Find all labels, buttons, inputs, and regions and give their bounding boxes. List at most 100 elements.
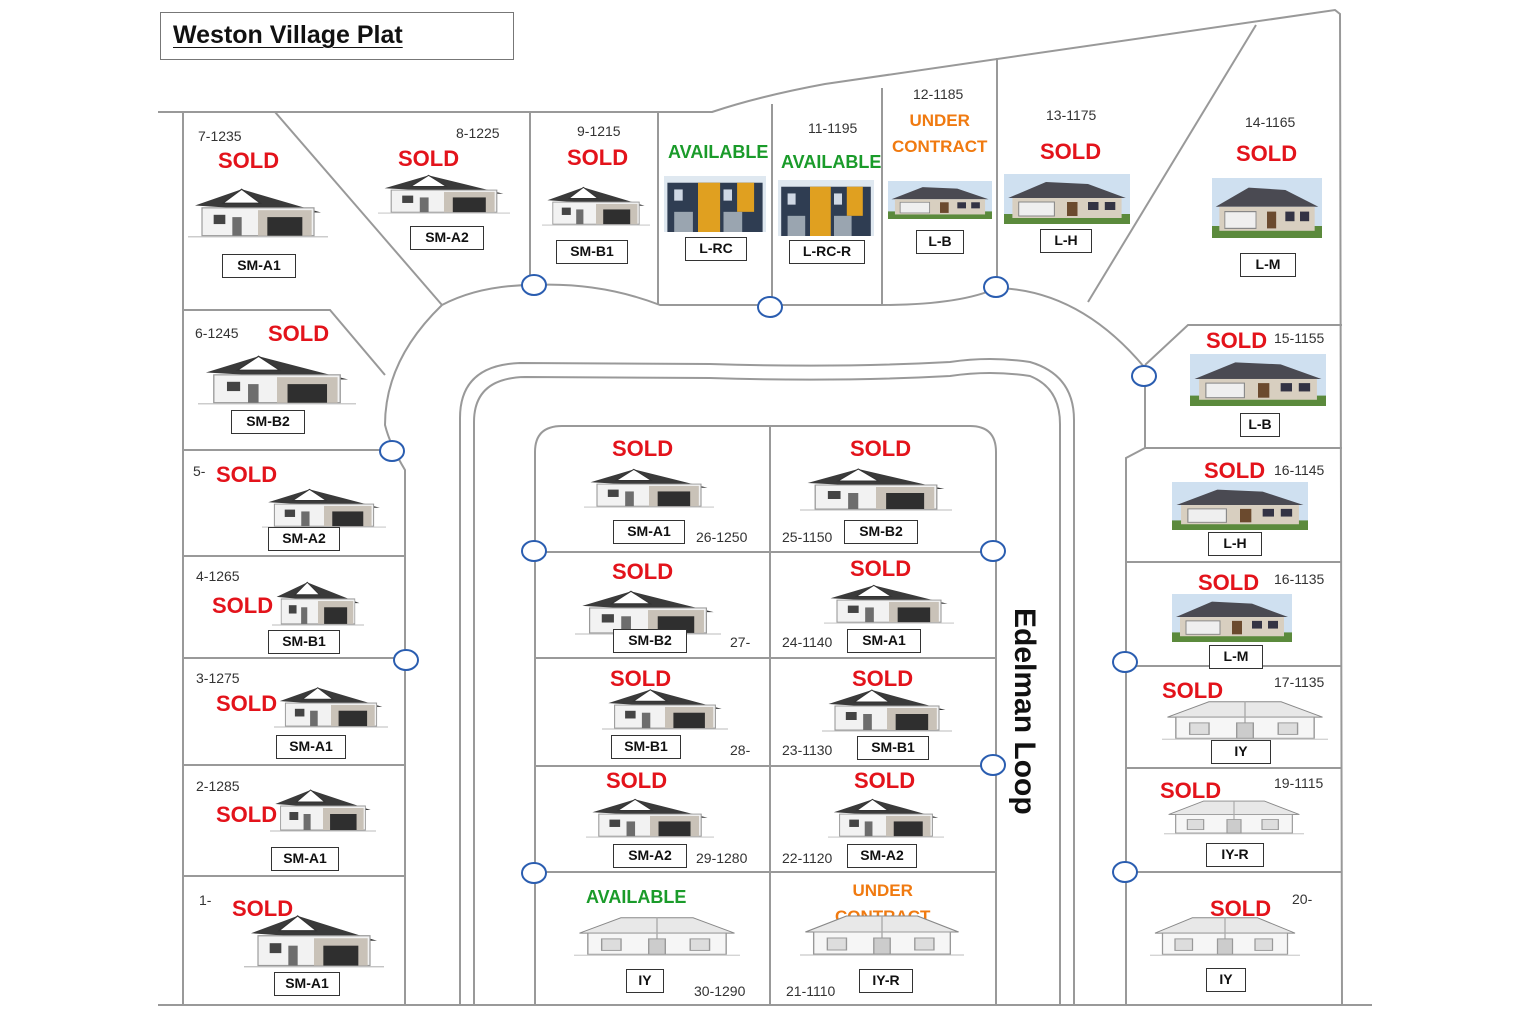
lot-status: SOLD [398, 146, 460, 171]
model-label: IY [626, 969, 664, 993]
house-render-icon [586, 792, 714, 843]
house-render-icon [1150, 912, 1300, 965]
page-title: Weston Village Plat [173, 21, 403, 49]
lot-status: SOLD [1198, 570, 1260, 595]
house-render-icon [888, 181, 992, 224]
lot-status: SOLD [1236, 141, 1298, 166]
house-render-icon [602, 682, 728, 735]
model-label: SM-A2 [847, 844, 917, 868]
lot-number: 15-1155 [1274, 330, 1325, 346]
model-label: SM-B1 [556, 240, 628, 264]
lot-number: 25-1150 [782, 529, 833, 545]
lot-number: 24-1140 [782, 634, 833, 650]
house-render-icon [778, 180, 874, 241]
house-render-icon [1004, 174, 1130, 229]
model-label: L-RC-R [789, 240, 865, 264]
model-label: SM-B1 [857, 736, 929, 760]
lot-status: SOLD [1040, 139, 1102, 164]
house-render-icon [270, 782, 376, 837]
lot-status: SOLD [218, 148, 280, 173]
lot-status: SOLD [232, 896, 294, 921]
title-box: Weston Village Plat [160, 12, 514, 60]
house-render-icon [272, 574, 364, 631]
lot-status: SOLD [610, 666, 672, 691]
model-label: L-H [1208, 532, 1262, 556]
model-label: L-RC [685, 237, 747, 261]
lot-status: SOLD [1162, 678, 1224, 703]
lot-number: 17-1135 [1274, 674, 1325, 690]
lot-status: SOLD [268, 321, 330, 346]
model-label: SM-A1 [276, 735, 346, 759]
house-render-icon [800, 461, 952, 516]
lot-number: 21-1110 [786, 983, 836, 999]
lot-number: 19-1115 [1274, 775, 1324, 791]
lot-number: 11-1195 [808, 120, 858, 136]
lot-status: AVAILABLE [586, 887, 687, 907]
model-label: L-H [1040, 229, 1092, 253]
lot-status: AVAILABLE [668, 142, 769, 162]
house-render-icon [800, 910, 964, 965]
model-label: SM-A1 [222, 254, 296, 278]
lot-status: SOLD [212, 593, 274, 618]
lot-number: 7-1235 [198, 128, 242, 144]
lot-status: SOLD [612, 559, 674, 584]
model-label: IY [1206, 968, 1246, 992]
model-label: SM-A2 [268, 527, 340, 551]
house-render-icon [1164, 796, 1304, 843]
street-label: Edelman Loop [1008, 608, 1041, 815]
lot-status: SOLD [1204, 458, 1266, 483]
model-label: L-M [1209, 645, 1263, 669]
model-label: SM-A1 [274, 972, 340, 996]
house-render-icon [828, 792, 944, 843]
lot-number: 1- [199, 892, 212, 908]
lot-status: SOLD [1210, 896, 1272, 921]
house-render-icon [198, 347, 356, 410]
utility-markers [379, 274, 1157, 884]
lot-status: SOLD [850, 436, 912, 461]
lot-number: 2-1285 [196, 778, 240, 794]
model-label: SM-A1 [271, 847, 339, 871]
house-render-icon [574, 912, 740, 965]
model-label: L-M [1240, 253, 1296, 277]
house-render-icon [378, 168, 510, 219]
lot-status: SOLD [1206, 328, 1268, 353]
house-render-icon [1172, 594, 1292, 647]
model-label: SM-B1 [611, 735, 681, 759]
house-render-icon [244, 906, 384, 973]
lot-number: 5- [193, 463, 206, 479]
model-label: L-B [1240, 413, 1280, 437]
lot-number: 9-1215 [577, 123, 621, 139]
lot-status: SOLD [612, 436, 674, 461]
house-render-icon [262, 482, 386, 533]
model-label: SM-A1 [847, 629, 921, 653]
house-render-icon [584, 462, 714, 513]
house-render-icon [1190, 354, 1326, 411]
model-label: SM-B2 [231, 410, 305, 434]
house-render-icon [542, 180, 650, 231]
lot-number: 3-1275 [196, 670, 240, 686]
house-render-icon [1172, 482, 1308, 535]
lot-status: SOLD [567, 145, 629, 170]
lot-number: 12-1185 [913, 86, 964, 102]
lot-number: 30-1290 [694, 983, 746, 999]
lot-number: 13-1175 [1046, 107, 1097, 123]
lot-number: 20- [1292, 891, 1313, 907]
lot-status: SOLD [850, 556, 912, 581]
model-label: SM-A2 [410, 226, 484, 250]
house-render-icon [664, 176, 766, 237]
model-label: SM-A1 [613, 520, 685, 544]
house-render-icon [575, 583, 721, 640]
lot-status: SOLD [216, 691, 278, 716]
house-render-icon [822, 682, 952, 737]
lot-number: 29-1280 [696, 850, 748, 866]
lot-status: AVAILABLE [781, 152, 882, 172]
lot-status: SOLD [854, 768, 916, 793]
model-label: SM-A2 [613, 844, 687, 868]
model-label: SM-B2 [844, 520, 918, 544]
house-render-icon [1162, 696, 1328, 749]
house-render-icon [274, 680, 388, 733]
lot-status: SOLD [606, 768, 668, 793]
lot-status: SOLD [852, 666, 914, 691]
